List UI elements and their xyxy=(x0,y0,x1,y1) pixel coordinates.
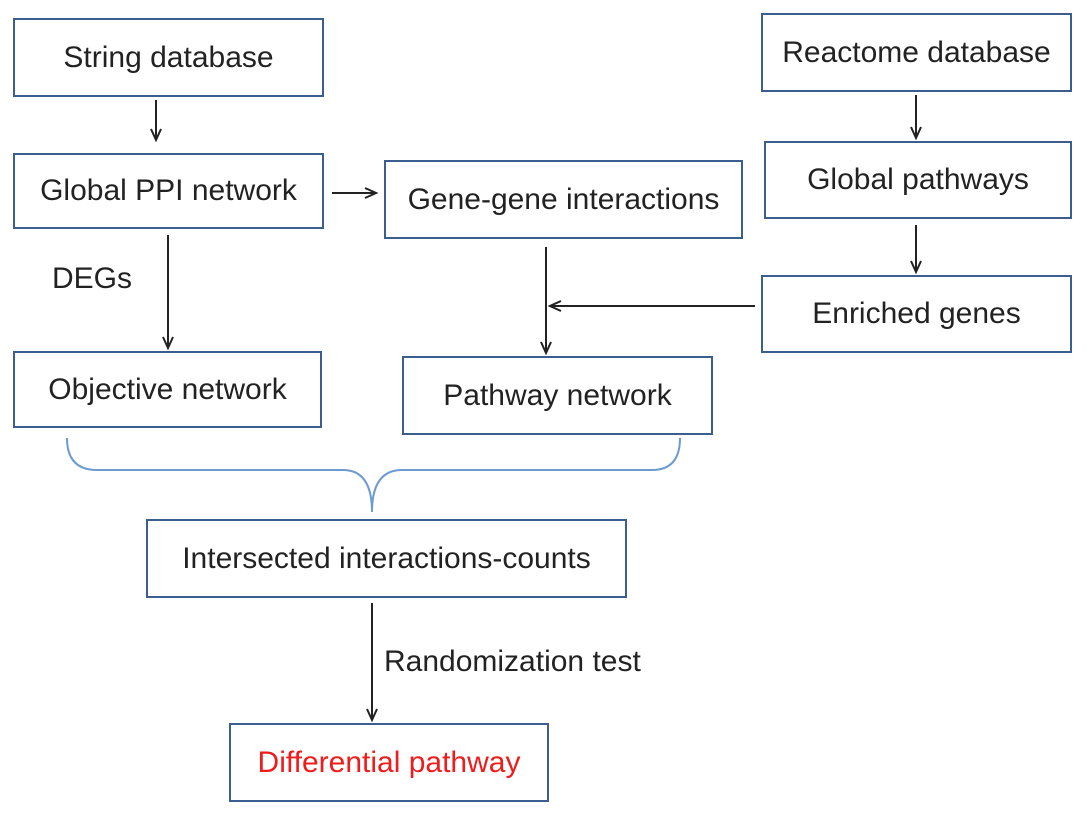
gene-gene-interactions-label: Gene-gene interactions xyxy=(407,182,720,216)
randomization-test-edge-label: Randomization test xyxy=(384,645,641,678)
global-pathways-label: Global pathways xyxy=(807,163,1029,196)
brace-merge xyxy=(66,437,681,513)
intersected-interactions-counts-label: Intersected interactions-counts xyxy=(182,541,591,575)
objective-network-label: Objective network xyxy=(48,372,287,406)
differential-pathway-label: Differential pathway xyxy=(257,745,521,779)
differential-pathway-box: Differential pathway xyxy=(229,723,549,802)
intersected-interactions-counts-box: Intersected interactions-counts xyxy=(146,519,627,598)
global-ppi-network-box: Global PPI network xyxy=(13,153,324,229)
string-database-box: String database xyxy=(13,18,324,97)
reactome-database-label: Reactome database xyxy=(782,35,1051,69)
pathway-network-label: Pathway network xyxy=(443,378,672,412)
objective-network-box: Objective network xyxy=(13,351,322,428)
gene-gene-interactions-box: Gene-gene interactions xyxy=(384,160,743,239)
string-database-label: String database xyxy=(63,40,274,74)
global-pathways-box: Global pathways xyxy=(764,141,1072,219)
enriched-genes-label: Enriched genes xyxy=(812,297,1021,330)
reactome-database-box: Reactome database xyxy=(761,13,1072,92)
enriched-genes-box: Enriched genes xyxy=(761,275,1072,353)
pathway-network-box: Pathway network xyxy=(402,356,713,435)
global-ppi-network-label: Global PPI network xyxy=(40,174,297,207)
degs-edge-label: DEGs xyxy=(52,262,133,295)
